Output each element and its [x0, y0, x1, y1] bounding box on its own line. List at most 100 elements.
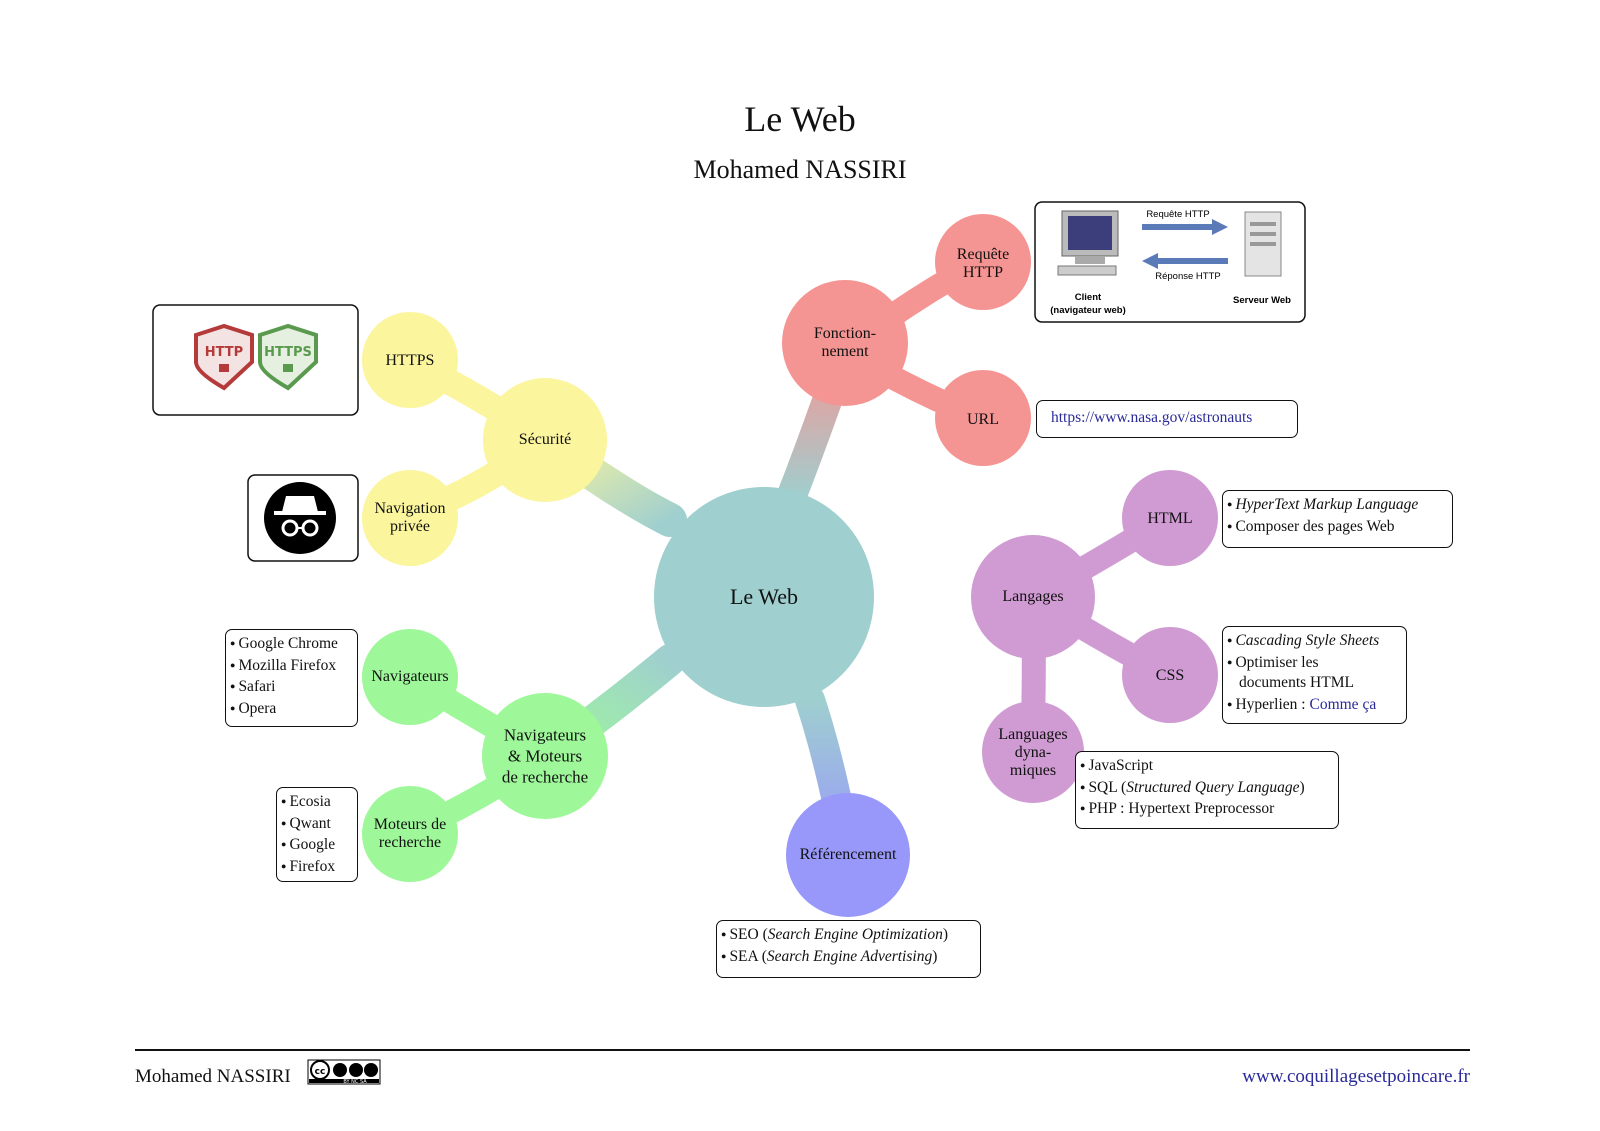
html-box: HyperText Markup Language Composer des p…: [1222, 490, 1453, 548]
page-title: Le Web: [744, 99, 856, 139]
dyn-item-1: JavaScript: [1080, 755, 1332, 777]
dynamiques-line2: dyna-: [1014, 744, 1052, 761]
moteurs-node: [362, 786, 458, 882]
dyn-item-2c: ): [1299, 778, 1305, 796]
fonctionnement-line1: Fonction-: [813, 325, 877, 342]
ref-item-1a: SEO (: [729, 926, 768, 943]
requete-http-label: Requête HTTP: [957, 246, 1009, 282]
navigation-privee-line1: Navigation: [374, 500, 446, 517]
response-label: Réponse HTTP: [1155, 271, 1220, 282]
request-arrow: [1142, 219, 1228, 235]
requete-line1: Requête: [956, 246, 1010, 263]
ref-item-2b: Search Engine Advertising: [766, 947, 933, 965]
server-label: Serveur Web: [1233, 295, 1291, 306]
css-item-2a: Optimiser les: [1235, 653, 1319, 671]
moteur-item: Ecosia: [281, 791, 351, 813]
moteurs-box: Ecosia Qwant Google Firefox: [276, 787, 358, 882]
https-node: [362, 312, 458, 408]
html-label: HTML: [1147, 510, 1193, 527]
navmot-line3: de recherche: [501, 767, 589, 787]
navmot-line2: & Moteurs: [507, 746, 583, 766]
html-item-1: HyperText Markup Language: [1227, 494, 1446, 516]
navigateurs-box: Google Chrome Mozilla Firefox Safari Ope…: [225, 629, 358, 727]
navigateurs-moteurs-label: Navigateurs & Moteurs de recherche: [502, 725, 588, 788]
request-label: Requête HTTP: [1146, 209, 1209, 220]
incognito-box: [247, 474, 359, 562]
navigateurs-label: Navigateurs: [371, 668, 449, 685]
client-label: Client: [1075, 292, 1102, 303]
url-node: [935, 370, 1031, 466]
http-badge-text: HTTP: [205, 345, 243, 360]
nc-icon: [349, 1063, 363, 1077]
moteurs-line2: recherche: [378, 834, 442, 851]
css-item-3-text: Hyperlien :: [1235, 695, 1310, 713]
moteur-item: Qwant: [281, 813, 351, 835]
navigation-privee-line2: privée: [390, 518, 430, 535]
securite-node: [483, 378, 607, 502]
fonctionnement-label: Fonction- nement: [814, 325, 876, 361]
dyn-item-2a: SQL (: [1088, 778, 1127, 796]
css-item-3: Hyperlien : Comme ça: [1227, 694, 1400, 716]
dynamiques-label: Languages dyna- miques: [998, 726, 1067, 780]
html-node: [1122, 470, 1218, 566]
response-arrow: [1142, 253, 1228, 269]
navigation-privee-label: Navigation privée: [374, 500, 445, 536]
center-label: Le Web: [729, 584, 799, 609]
cc-badge-terms: BY NC SA: [343, 1079, 367, 1085]
css-item-2: Optimiser les documents HTML: [1227, 652, 1400, 694]
css-node: [1122, 627, 1218, 723]
navigateur-item: Opera: [230, 698, 351, 720]
footer-author: Mohamed NASSIRI: [135, 1066, 291, 1087]
url-box: https://www.nasa.gov/astronauts: [1036, 400, 1298, 438]
navigateurs-node: [362, 629, 458, 725]
sa-icon: [364, 1063, 378, 1077]
langages-label: Langages: [1002, 588, 1064, 605]
cc-badge-text: cc: [315, 1067, 326, 1077]
navigateur-item: Google Chrome: [230, 633, 351, 655]
server-icon: [1244, 211, 1282, 277]
ref-item-2c: ): [932, 947, 938, 965]
css-label: CSS: [1155, 667, 1185, 684]
moteur-item: Google: [281, 834, 351, 856]
dynamiques-box: JavaScript SQL (Structured Query Languag…: [1075, 751, 1339, 829]
page-author: Mohamed NASSIRI: [693, 155, 907, 184]
requete-http-node: [935, 214, 1031, 310]
footer-divider: [135, 1049, 1470, 1051]
navigateurs-moteurs-node: [482, 693, 608, 819]
moteurs-line1: Moteurs de: [373, 816, 447, 833]
ref-item-1: SEO (Search Engine Optimization): [721, 924, 974, 946]
css-box: Cascading Style Sheets Optimiser les docu…: [1222, 626, 1407, 724]
ref-item-1c: ): [942, 926, 949, 943]
url-label: URL: [967, 411, 999, 428]
url-link[interactable]: https://www.nasa.gov/astronauts: [1051, 409, 1253, 426]
ref-item-2: SEA (Search Engine Advertising): [721, 946, 974, 968]
http-diagram: Requête HTTP Réponse HTTP Client (naviga…: [1034, 201, 1306, 323]
referencement-label: Référencement: [799, 846, 897, 863]
dynamiques-line1: Languages: [998, 726, 1068, 743]
css-item-2b: documents HTML: [1239, 674, 1354, 691]
cc-license-badge: cc BY NC SA: [307, 1059, 381, 1085]
requete-line2: HTTP: [962, 264, 1003, 281]
dyn-item-2b: Structured Query Language: [1126, 778, 1300, 796]
client-sub-label: (navigateur web): [1050, 305, 1126, 316]
css-hyperlink[interactable]: Comme ça: [1309, 695, 1377, 713]
incognito-icon: [264, 482, 336, 554]
footer-website-link[interactable]: www.coquillagesetpoincare.fr: [1242, 1066, 1470, 1087]
navigation-privee-node: [362, 470, 458, 566]
css-item-1: Cascading Style Sheets: [1227, 630, 1400, 652]
computer-icon: [1057, 210, 1119, 276]
dyn-item-3: PHP : Hypertext Preprocessor: [1080, 798, 1332, 820]
dynamiques-line3: miques: [1009, 762, 1057, 779]
navigateur-item: Safari: [230, 676, 351, 698]
securite-label: Sécurité: [518, 431, 572, 448]
https-badges: HTTP HTTPS: [152, 304, 359, 416]
dynamiques-node: [982, 701, 1084, 803]
navmot-line1: Navigateurs: [503, 725, 587, 745]
html-item-2: Composer des pages Web: [1227, 516, 1446, 538]
langages-node: [971, 535, 1095, 659]
by-icon: [333, 1063, 347, 1077]
navigateur-item: Mozilla Firefox: [230, 655, 351, 677]
fonctionnement-node: [782, 280, 908, 406]
moteur-item: Firefox: [281, 856, 351, 878]
